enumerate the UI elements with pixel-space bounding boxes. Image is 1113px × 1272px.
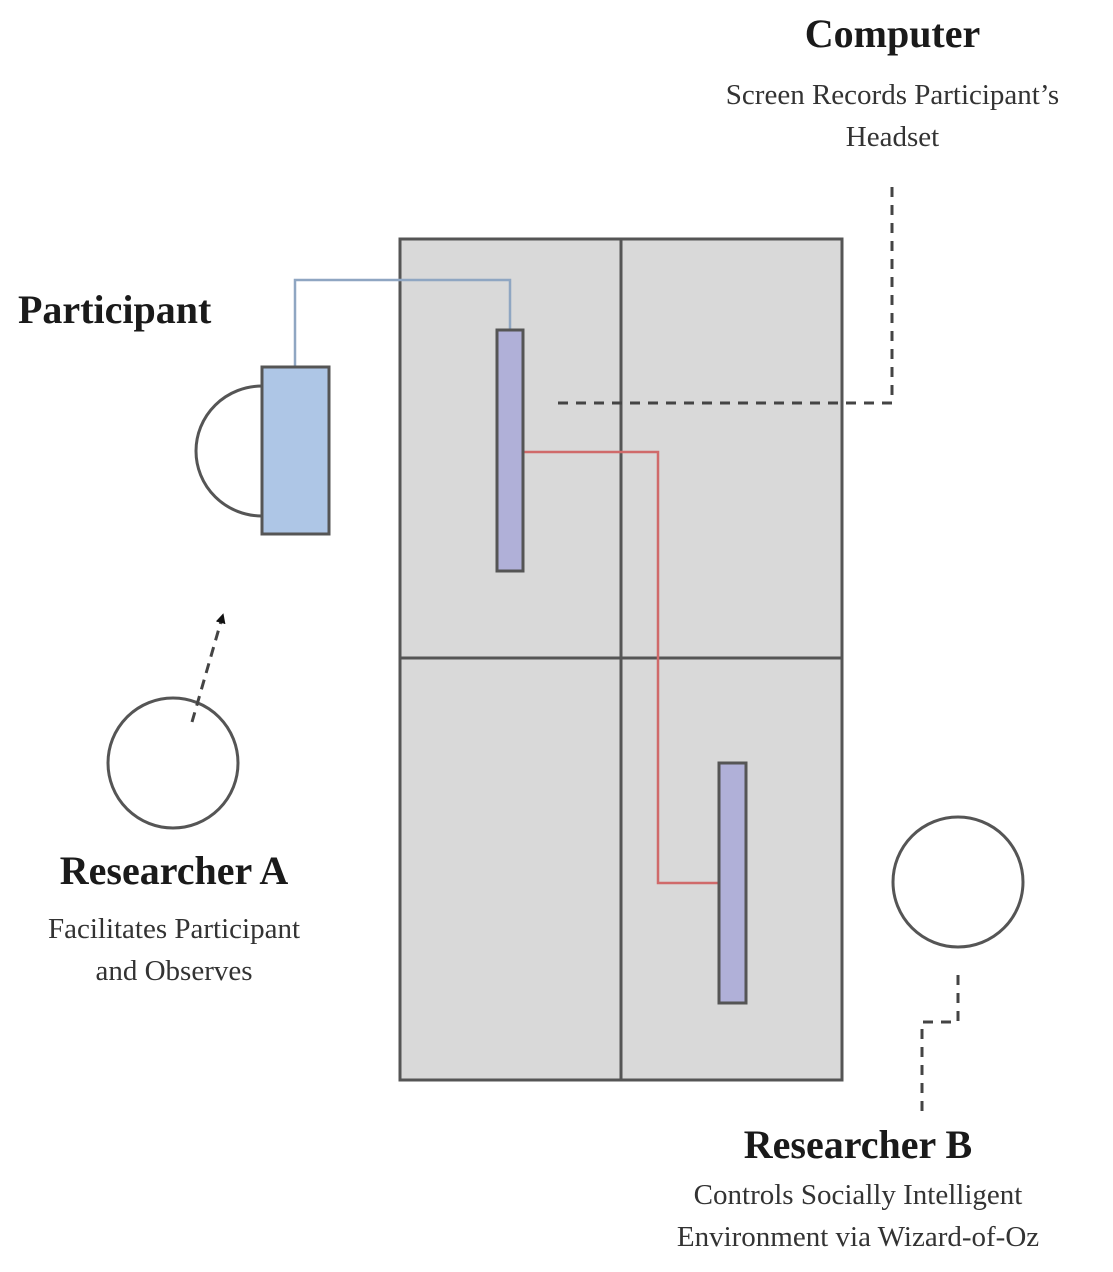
researcher-a-icon (106, 696, 240, 830)
computer-link-dashed (558, 180, 894, 405)
researcher-b-title: Researcher B (743, 1122, 973, 1167)
researcher-a-desc-line2: and Observes (95, 955, 253, 987)
researcher-a-desc-line1: Facilitates Participant (47, 913, 301, 945)
participant-title: Participant (18, 287, 212, 332)
headset-cable (293, 278, 512, 367)
researcher-b-label: Researcher B (620, 1123, 1096, 1167)
researcher-a-label: Researcher A (0, 849, 348, 893)
participant-head-icon (194, 384, 263, 518)
researcher-a-gaze-arrow (190, 613, 226, 723)
computer-label: Computer (620, 12, 1113, 56)
participant-label: Participant (18, 288, 211, 332)
computer-description: Screen Records Participant’s Headset (620, 74, 1113, 158)
researcher-b-desc-line1: Controls Socially Intelligent (693, 1179, 1023, 1211)
display-cable (523, 450, 719, 885)
researcher-b-icon (891, 815, 1025, 949)
display-screen-2 (717, 761, 748, 1005)
computer-desc-line2: Headset (845, 121, 940, 153)
researcher-b-desc-line2: Environment via Wizard-of-Oz (676, 1221, 1040, 1253)
researcher-a-description: Facilitates Participant and Observes (0, 908, 348, 992)
participant-headset-icon (260, 365, 331, 536)
researcher-b-description: Controls Socially Intelligent Environmen… (620, 1174, 1096, 1258)
researcher-a-title: Researcher A (59, 848, 289, 893)
computer-title: Computer (804, 11, 981, 56)
researcher-b-link-dashed (920, 975, 960, 1115)
display-screen-1 (495, 328, 525, 573)
computer-desc-line1: Screen Records Participant’s (725, 79, 1060, 111)
